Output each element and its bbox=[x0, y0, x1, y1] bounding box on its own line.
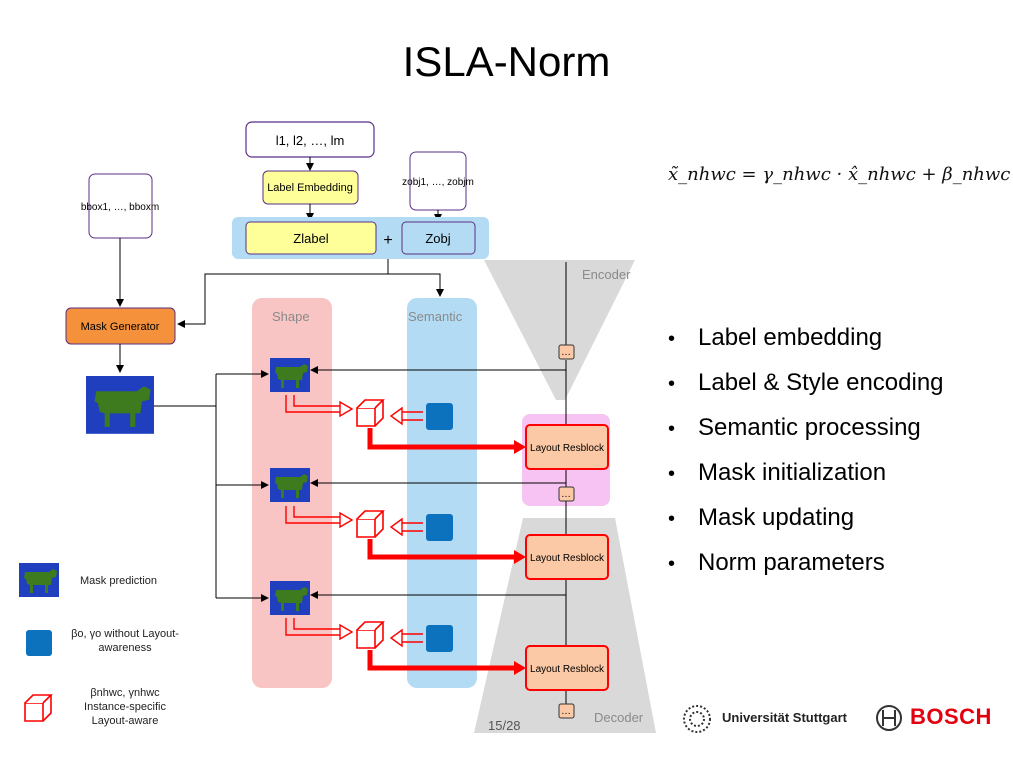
instance-param-cube-1 bbox=[356, 399, 384, 427]
encoder-region bbox=[484, 260, 635, 400]
svg-text:…: … bbox=[561, 347, 571, 358]
zobj-input-text: zobj1, …, zobjm bbox=[402, 177, 474, 188]
z-label-text: Zlabel bbox=[293, 231, 329, 246]
university-logo-text: Universität Stuttgart bbox=[722, 710, 847, 725]
semantic-column bbox=[407, 298, 477, 688]
labels-input-text: l1, l2, …, lm bbox=[276, 133, 345, 148]
bullet-list: Label embedding Label & Style encoding S… bbox=[668, 322, 944, 592]
norm-equation: x̃_nhwc = γ_nhwc · x̂_nhwc + β_nhwc bbox=[668, 164, 1011, 185]
mask-stage-2 bbox=[270, 468, 310, 502]
semantic-param-2 bbox=[426, 514, 453, 541]
svg-text:Layout Resblock: Layout Resblock bbox=[530, 664, 605, 675]
legend-mask-icon bbox=[19, 563, 59, 597]
svg-text:Layout Resblock: Layout Resblock bbox=[530, 443, 605, 454]
svg-text:…: … bbox=[561, 706, 571, 717]
ellipsis-node-3 bbox=[558, 703, 575, 719]
bosch-logo-text: BOSCH bbox=[910, 704, 992, 729]
semantic-param-1 bbox=[426, 403, 453, 430]
legend-instance-label: βnhwc, γnhwc Instance-specific Layout-aw… bbox=[84, 687, 166, 727]
university-logo-mark bbox=[683, 705, 711, 733]
mask-stage-1 bbox=[270, 358, 310, 392]
semantic-column-label: Semantic bbox=[408, 309, 463, 324]
label-embedding-text: Label Embedding bbox=[267, 182, 353, 194]
ellipsis-node-2 bbox=[558, 486, 575, 502]
ellipsis-node-1 bbox=[558, 344, 575, 360]
legend-mask-label: Mask prediction bbox=[80, 575, 158, 587]
svg-text:Layout Resblock: Layout Resblock bbox=[530, 553, 605, 564]
z-obj-box bbox=[401, 221, 476, 255]
z-obj-text: Zobj bbox=[425, 231, 450, 246]
bullet-item: Mask initialization bbox=[668, 457, 944, 502]
bullet-item: Semantic processing bbox=[668, 412, 944, 457]
instance-param-cube-2 bbox=[356, 510, 384, 538]
decoder-region bbox=[474, 518, 656, 733]
bbox-input-text: bbox1, …, bboxm bbox=[81, 202, 159, 213]
encoder-label: Encoder bbox=[582, 267, 631, 282]
semantic-param-3 bbox=[426, 625, 453, 652]
legend-cube-icon bbox=[24, 694, 52, 722]
mask-generator-text: Mask Generator bbox=[81, 321, 160, 333]
z-label-box bbox=[245, 221, 377, 255]
legend-semantic-label: βo, γo without Layout-awareness bbox=[71, 628, 179, 654]
decoder-label: Decoder bbox=[594, 710, 644, 725]
page-number: 15/28 bbox=[488, 718, 521, 733]
bullet-item: Label embedding bbox=[668, 322, 944, 367]
svg-text:…: … bbox=[561, 489, 571, 500]
instance-param-cube-3 bbox=[356, 621, 384, 649]
mask-stage-3 bbox=[270, 581, 310, 615]
bosch-logo-mark bbox=[876, 705, 902, 731]
bullet-item: Norm parameters bbox=[668, 547, 944, 592]
shape-column-label: Shape bbox=[272, 309, 310, 324]
plus-sign: + bbox=[383, 232, 392, 249]
slide-title: ISLA-Norm bbox=[402, 38, 611, 85]
bullet-item: Label & Style encoding bbox=[668, 367, 944, 412]
initial-mask-image bbox=[86, 376, 154, 434]
bullet-item: Mask updating bbox=[668, 502, 944, 547]
legend-semantic-icon bbox=[26, 630, 52, 656]
